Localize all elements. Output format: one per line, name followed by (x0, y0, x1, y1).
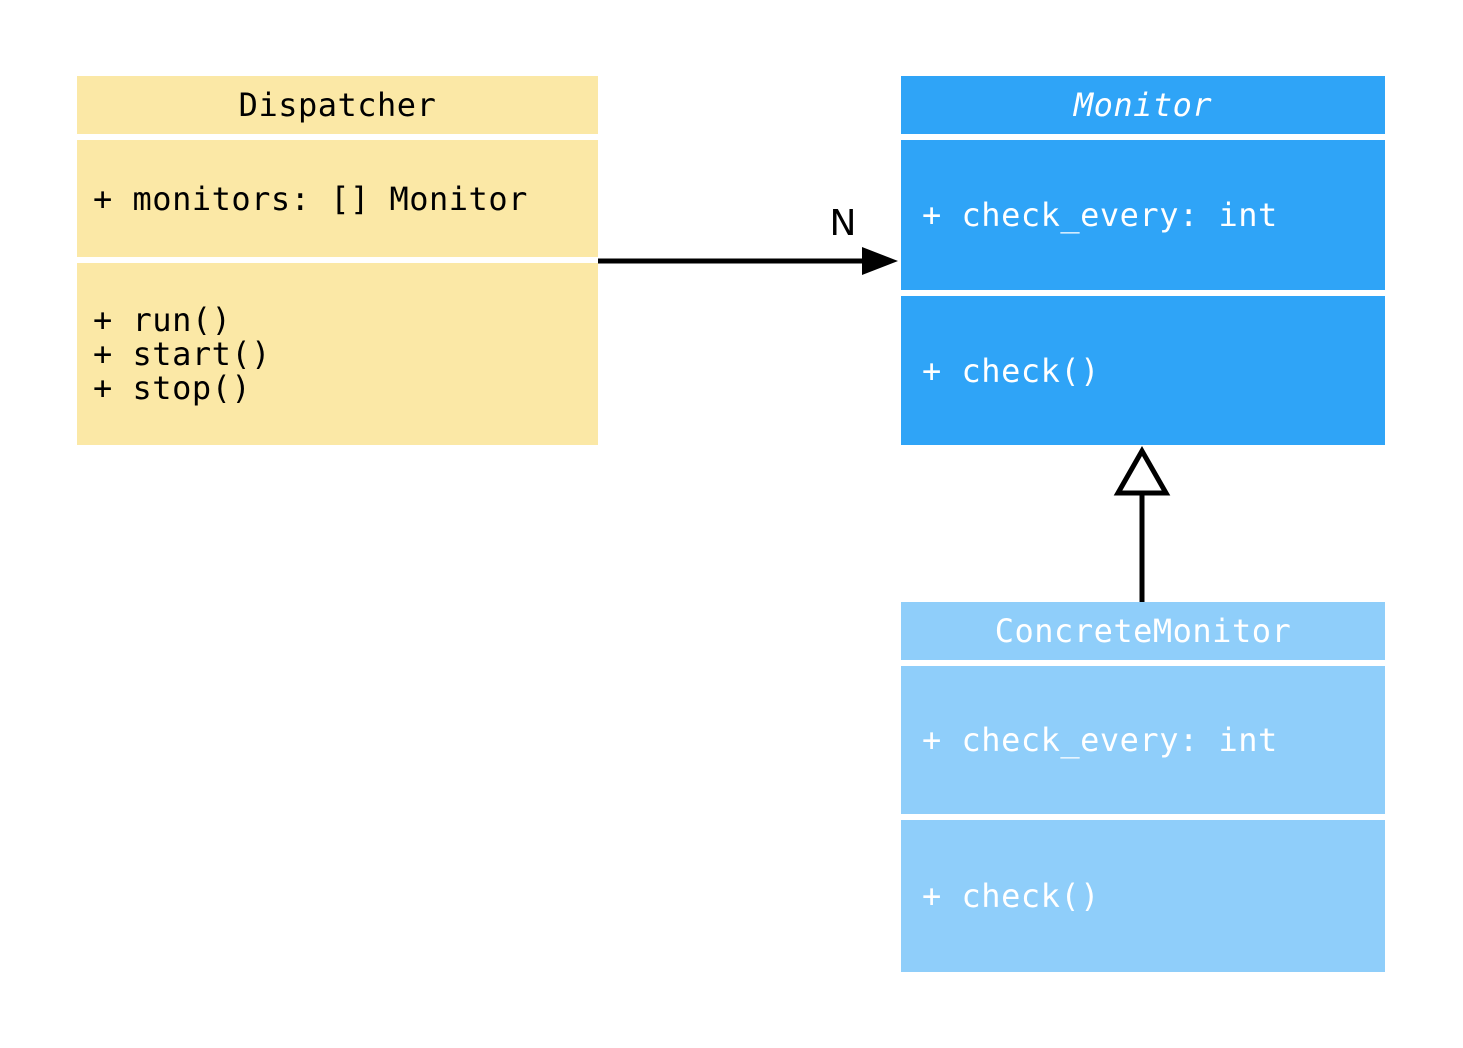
attribute-check-every: + check_every: int (922, 721, 1278, 759)
class-concrete-monitor: ConcreteMonitor + check_every: int + che… (901, 602, 1385, 972)
class-dispatcher-attributes: + monitors: [] Monitor (77, 140, 598, 257)
method-check: + check() (922, 877, 1100, 915)
attribute-monitors: + monitors: [] Monitor (93, 179, 528, 218)
method-start: + start() (93, 335, 271, 373)
class-monitor-title: Monitor (901, 76, 1385, 134)
class-dispatcher-title: Dispatcher (77, 76, 598, 134)
class-concrete-monitor-title: ConcreteMonitor (901, 602, 1385, 660)
attribute-check-every: + check_every: int (922, 196, 1278, 234)
class-monitor: Monitor + check_every: int + check() (901, 76, 1385, 445)
method-stop: + stop() (93, 369, 252, 407)
class-dispatcher: Dispatcher + monitors: [] Monitor + run(… (77, 76, 598, 445)
association-arrowhead-icon (862, 247, 898, 275)
class-dispatcher-methods: + run() + start() + stop() (77, 263, 598, 445)
class-monitor-attributes: + check_every: int (901, 140, 1385, 290)
association-multiplicity-label: N (829, 203, 857, 244)
inheritance-arrow (1113, 445, 1171, 602)
class-concrete-monitor-attributes: + check_every: int (901, 666, 1385, 814)
association-arrow (598, 247, 898, 275)
class-monitor-methods: + check() (901, 296, 1385, 445)
class-concrete-monitor-methods: + check() (901, 820, 1385, 972)
method-check: + check() (922, 351, 1100, 390)
method-run: + run() (93, 301, 232, 339)
inheritance-triangle-icon (1113, 445, 1171, 496)
